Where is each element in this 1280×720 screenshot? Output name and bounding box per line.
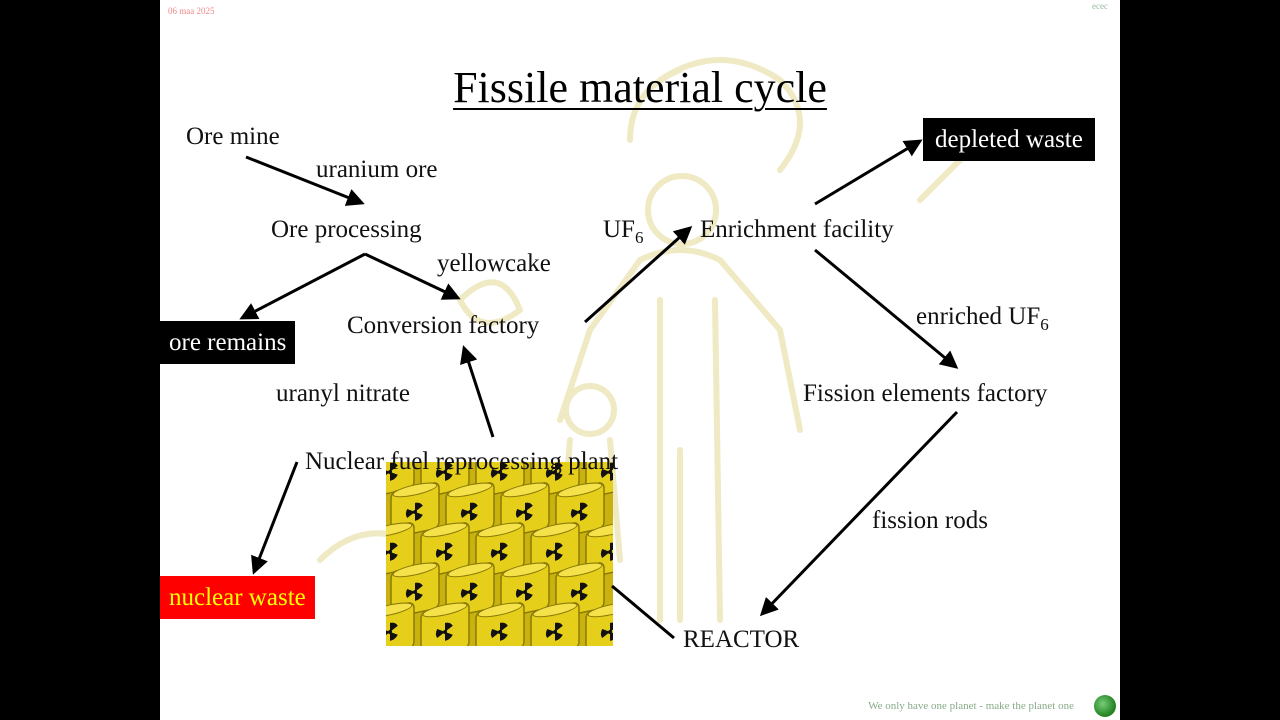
- arrow-reprocessing-to-waste: [251, 461, 299, 575]
- barrel: [475, 602, 525, 646]
- node-reactor: REACTOR: [683, 626, 800, 653]
- radiation-symbol: [386, 542, 398, 561]
- radiation-symbol: [435, 462, 453, 481]
- node-fission-elements-factory: Fission elements factory: [803, 380, 1048, 407]
- radiation-symbol: [490, 542, 508, 561]
- flow-fission-rods: fission rods: [872, 507, 988, 534]
- radiation-symbol: [490, 622, 508, 641]
- radiation-symbol: [435, 542, 453, 561]
- node-ore-mine: Ore mine: [186, 123, 280, 150]
- flow-uf6: UF6: [603, 216, 643, 246]
- radiation-symbol: [515, 502, 533, 521]
- radiation-symbol: [460, 502, 478, 521]
- radiation-symbol: [600, 462, 613, 481]
- node-conversion-factory: Conversion factory: [347, 312, 540, 339]
- arrow-conversion-to-enrichment: [583, 225, 693, 324]
- barrel: [386, 522, 415, 578]
- arrow-reprocessing-to-conversion: [460, 345, 495, 438]
- radiation-symbol: [405, 582, 423, 601]
- slide-title: Fissile material cycle: [453, 63, 827, 112]
- node-ore-processing: Ore processing: [271, 216, 422, 243]
- node-reprocessing-plant: Nuclear fuel reprocessing plant: [305, 448, 619, 475]
- radiation-barrels-image: [386, 462, 613, 646]
- arrow-processing-to-remains: [239, 252, 366, 320]
- waste-ore-remains: ore remains: [160, 321, 296, 364]
- barrel: [585, 602, 613, 646]
- line-reactor-to-reprocessing: [611, 584, 675, 640]
- waste-nuclear: nuclear waste: [160, 576, 315, 619]
- flow-enriched-base: enriched UF: [916, 303, 1041, 330]
- flow-uranium-ore: uranium ore: [316, 156, 438, 183]
- radiation-symbol: [600, 622, 613, 641]
- flow-yellowcake: yellowcake: [437, 250, 551, 277]
- radiation-symbol: [386, 462, 398, 481]
- waste-depleted: depleted waste: [923, 118, 1095, 161]
- barrel: [420, 602, 470, 646]
- radiation-symbol: [490, 462, 508, 481]
- barrel: [386, 602, 415, 646]
- radiation-symbol: [515, 582, 533, 601]
- brand-mark: ecec: [1092, 1, 1108, 11]
- footer-slogan: We only have one planet - make the plane…: [868, 700, 1074, 712]
- flow-uf6-base: UF: [603, 216, 635, 243]
- arrow-elements-to-reactor: [759, 410, 959, 617]
- arrow-enrichment-to-depleted: [814, 139, 923, 206]
- arrow-processing-to-conversion: [364, 252, 461, 300]
- radiation-symbol: [386, 622, 398, 641]
- arrow-enrichment-to-elements: [814, 248, 959, 369]
- arrow-mine-to-processing: [245, 155, 365, 206]
- node-enrichment-facility: Enrichment facility: [700, 216, 894, 243]
- flow-enriched-uf6: enriched UF6: [916, 303, 1049, 333]
- radiation-symbol: [545, 542, 563, 561]
- radiation-symbol: [570, 502, 588, 521]
- radiation-symbol: [600, 542, 613, 561]
- barrel: [530, 602, 580, 646]
- slide-date: 06 maa 2025: [168, 6, 215, 16]
- radiation-symbol: [460, 582, 478, 601]
- barrel: [386, 462, 415, 498]
- radiation-symbol: [405, 502, 423, 521]
- globe-icon: [1094, 695, 1116, 717]
- flow-uranyl-nitrate: uranyl nitrate: [276, 380, 410, 407]
- flow-uf6-sub: 6: [634, 228, 644, 247]
- radiation-symbol: [545, 622, 563, 641]
- radiation-symbol: [545, 462, 563, 481]
- flow-enriched-sub: 6: [1040, 315, 1049, 334]
- radiation-symbol: [570, 582, 588, 601]
- slide: 06 maa 2025 ecec Fissile material cycle: [160, 0, 1120, 720]
- radiation-symbol: [435, 622, 453, 641]
- flow-arrows: [239, 139, 959, 640]
